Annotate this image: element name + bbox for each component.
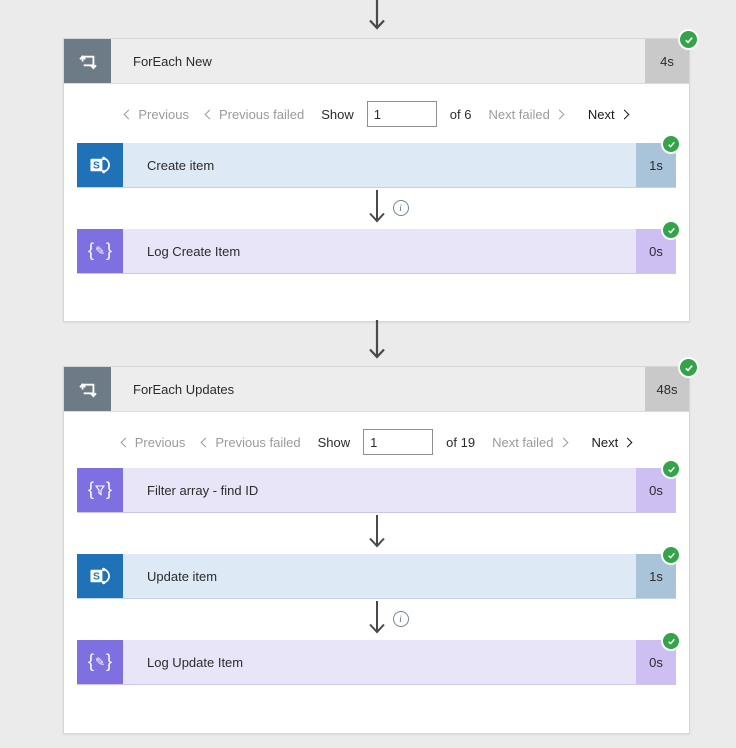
action-create-item[interactable]: S Create item 1s — [77, 136, 679, 188]
compose-icon: { ✎ } — [77, 229, 123, 273]
sharepoint-icon: S — [77, 554, 123, 598]
loop-title: ForEach New — [133, 53, 212, 69]
action-duration: 0s — [636, 468, 676, 512]
svg-text:S: S — [93, 572, 100, 583]
foreach-new-card: ForEach New 4s Previous Previous failed … — [63, 31, 697, 322]
next-failed-label: Next failed — [488, 106, 550, 122]
action-update-item[interactable]: S Update item 1s — [77, 547, 679, 599]
next-button[interactable]: Next — [587, 106, 630, 122]
action-title: Log Create Item — [147, 243, 241, 259]
page-number-input[interactable] — [366, 101, 437, 127]
foreach-loop-icon — [64, 367, 111, 411]
previous-failed-button[interactable]: Previous failed — [200, 434, 301, 450]
loop-header-foreach-updates[interactable]: ForEach Updates 48s — [64, 359, 697, 412]
previous-failed-label: Previous failed — [215, 434, 301, 450]
of-total-label: of 6 — [449, 106, 472, 122]
action-title: Log Update Item — [147, 654, 244, 670]
pagination: Previous Previous failed Show of 19 Next… — [64, 428, 689, 456]
loop-duration: 48s — [645, 367, 689, 411]
action-log-update-item[interactable]: { ✎ } Log Update Item 0s — [77, 633, 679, 685]
chevron-left-icon — [120, 437, 131, 447]
previous-failed-button[interactable]: Previous failed — [204, 106, 305, 122]
success-check-icon — [663, 461, 679, 477]
flow-arrow-icon — [368, 515, 385, 548]
next-label: Next — [587, 106, 615, 122]
sharepoint-icon: S — [77, 143, 123, 187]
action-filter-array-find-id[interactable]: { } Filter array - find ID 0s — [77, 461, 679, 513]
flow-arrow-icon — [368, 601, 385, 634]
svg-text:S: S — [93, 161, 100, 172]
flow-arrow-icon — [369, 320, 385, 359]
show-label: Show — [317, 434, 351, 450]
info-icon[interactable]: i — [392, 200, 409, 216]
next-failed-button[interactable]: Next failed — [492, 434, 568, 450]
next-failed-label: Next failed — [492, 434, 554, 450]
connector-arrow: i — [64, 188, 689, 229]
next-failed-button[interactable]: Next failed — [488, 106, 565, 122]
success-check-icon — [663, 547, 679, 563]
success-check-icon — [680, 31, 697, 48]
success-check-icon — [680, 359, 697, 376]
previous-failed-label: Previous failed — [218, 106, 305, 122]
loop-title: ForEach Updates — [133, 381, 235, 397]
loop-duration: 4s — [645, 39, 689, 83]
chevron-right-icon — [619, 109, 630, 119]
chevron-right-icon — [554, 109, 565, 119]
action-title: Update item — [147, 568, 218, 584]
show-label: Show — [321, 106, 354, 122]
previous-button[interactable]: Previous — [120, 434, 186, 450]
connector-arrow — [64, 513, 689, 554]
success-check-icon — [663, 633, 679, 649]
info-icon[interactable]: i — [392, 611, 409, 627]
foreach-updates-card: ForEach Updates 48s Previous Previous fa… — [63, 359, 697, 734]
chevron-left-icon — [123, 109, 134, 119]
loop-header-foreach-new[interactable]: ForEach New 4s — [64, 31, 697, 84]
of-total-label: of 19 — [446, 434, 476, 450]
compose-icon: { ✎ } — [77, 640, 123, 684]
chevron-left-icon — [200, 437, 211, 447]
success-check-icon — [663, 136, 679, 152]
action-title: Create item — [147, 157, 215, 173]
connector-arrow: i — [64, 599, 689, 640]
chevron-left-icon — [204, 109, 215, 119]
chevron-right-icon — [622, 437, 633, 447]
previous-button[interactable]: Previous — [123, 106, 189, 122]
filter-array-icon: { } — [77, 468, 123, 512]
pagination: Previous Previous failed Show of 6 Next … — [64, 100, 689, 128]
next-button[interactable]: Next — [591, 434, 633, 450]
next-label: Next — [591, 434, 619, 450]
action-title: Filter array - find ID — [147, 482, 259, 498]
flow-arrow-icon — [368, 190, 385, 223]
previous-label: Previous — [134, 434, 186, 450]
action-log-create-item[interactable]: { ✎ } Log Create Item 0s — [77, 222, 679, 274]
chevron-right-icon — [558, 437, 568, 447]
page-number-input[interactable] — [363, 429, 434, 455]
foreach-loop-icon — [64, 39, 111, 83]
success-check-icon — [663, 222, 679, 238]
previous-label: Previous — [138, 106, 189, 122]
flow-arrow-icon — [369, 0, 385, 30]
